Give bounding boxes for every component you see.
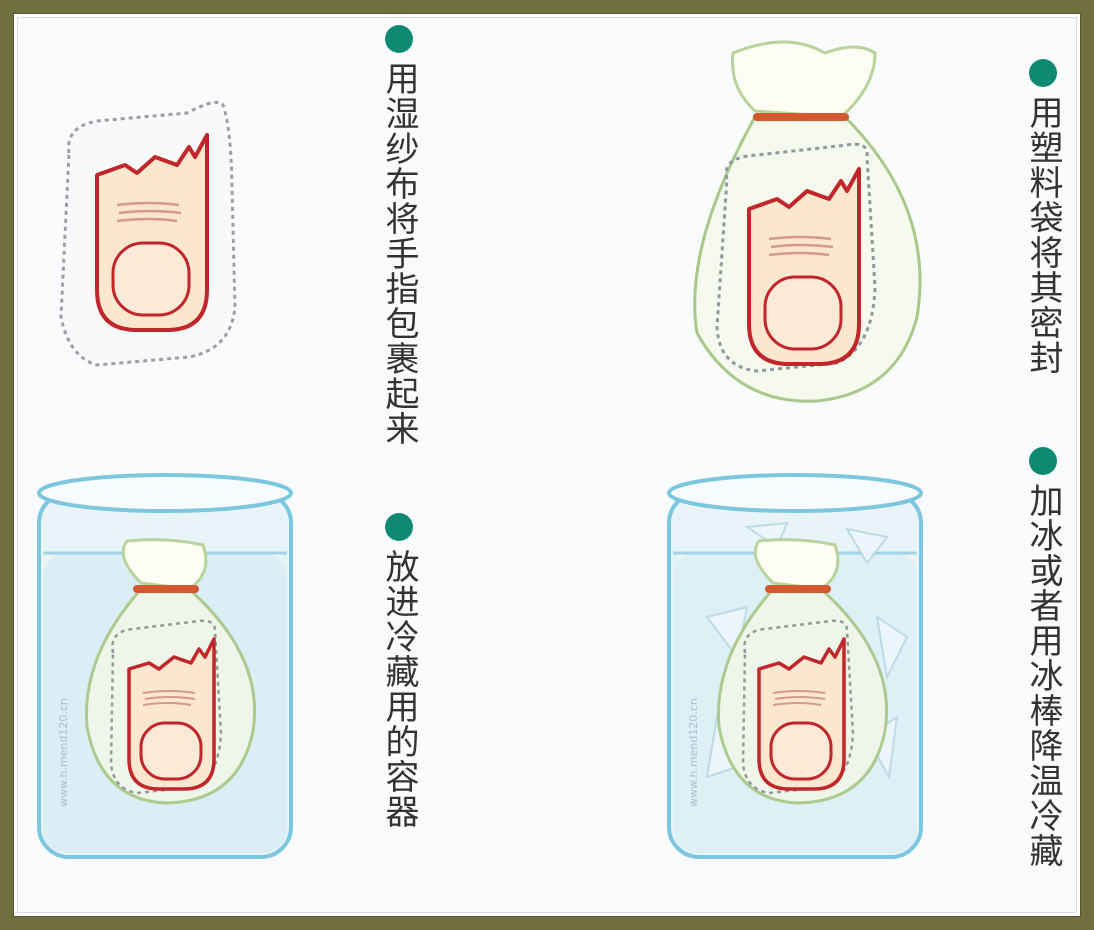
- step-2-text: 用塑料袋将其密封: [1023, 95, 1063, 375]
- step-3-bullet: [385, 513, 413, 541]
- illustration-panel: www.h.mend120.cn www.h.mend120.cn 用湿纱布将手…: [14, 14, 1080, 916]
- step-4-caption: 加冰或者用冰棒降温冷藏: [1023, 447, 1063, 868]
- watermark-left: www.h.mend120.cn: [57, 698, 70, 807]
- step-1-text: 用湿纱布将手指包裹起来: [379, 61, 419, 446]
- step-4-text: 加冰或者用冰棒降温冷藏: [1023, 483, 1063, 868]
- sealed-bag-icon: [693, 40, 922, 403]
- step-3-text: 放进冷藏用的容器: [379, 549, 419, 829]
- step-3-caption: 放进冷藏用的容器: [379, 513, 419, 829]
- step-1-bullet: [385, 25, 413, 53]
- first-aid-illustration: www.h.mend120.cn www.h.mend120.cn: [37, 40, 923, 859]
- finger-wrapped-icon: [59, 100, 237, 367]
- step-2-bullet: [1029, 59, 1057, 87]
- step-2-caption: 用塑料袋将其密封: [1023, 59, 1063, 375]
- step-4-bullet: [1029, 447, 1057, 475]
- ice-container-icon: www.h.mend120.cn: [667, 473, 923, 859]
- container-icon: www.h.mend120.cn: [37, 473, 293, 859]
- watermark-right: www.h.mend120.cn: [687, 698, 700, 807]
- step-1-caption: 用湿纱布将手指包裹起来: [379, 25, 419, 446]
